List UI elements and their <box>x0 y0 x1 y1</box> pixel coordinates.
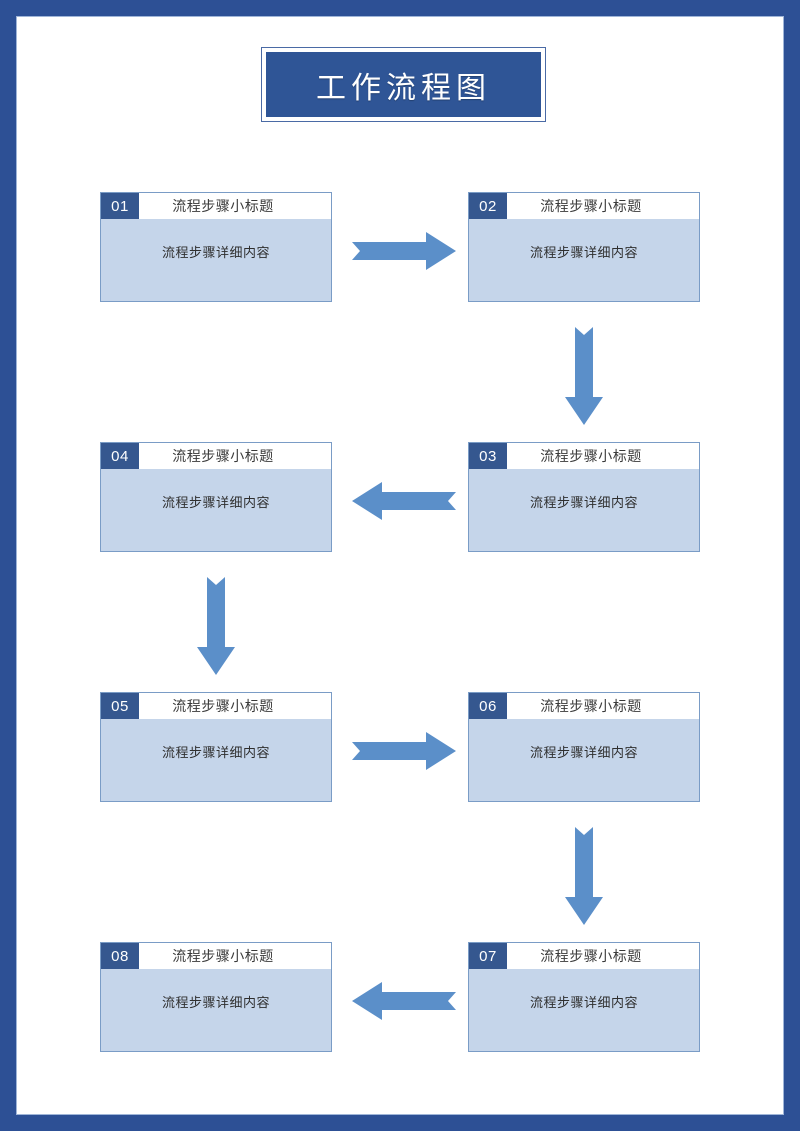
step-card-02[interactable]: 02 流程步骤小标题 流程步骤详细内容 <box>468 192 700 302</box>
arrow-06-to-07-down-icon <box>565 827 603 925</box>
step-number-badge: 03 <box>469 443 507 469</box>
step-card-header: 06 流程步骤小标题 <box>469 693 699 719</box>
step-subtitle: 流程步骤小标题 <box>172 700 274 715</box>
step-card-07[interactable]: 07 流程步骤小标题 流程步骤详细内容 <box>468 942 700 1052</box>
step-card-header: 04 流程步骤小标题 <box>101 443 331 469</box>
step-subtitle: 流程步骤小标题 <box>172 950 274 965</box>
arrow-03-to-04-left-icon <box>352 482 456 520</box>
arrow-07-to-08-left-icon <box>352 982 456 1020</box>
step-number-badge: 05 <box>101 693 139 719</box>
step-card-04[interactable]: 04 流程步骤小标题 流程步骤详细内容 <box>100 442 332 552</box>
step-card-header: 01 流程步骤小标题 <box>101 193 331 219</box>
step-subtitle: 流程步骤小标题 <box>172 200 274 215</box>
arrow-04-to-05-down-icon <box>197 577 235 675</box>
page-title-box: 工作流程图 <box>266 52 541 117</box>
step-subtitle: 流程步骤小标题 <box>540 950 642 965</box>
arrow-05-to-06-right-icon <box>352 732 456 770</box>
step-card-header: 08 流程步骤小标题 <box>101 943 331 969</box>
step-number-badge: 02 <box>469 193 507 219</box>
step-detail: 流程步骤详细内容 <box>161 994 270 1010</box>
step-card-06[interactable]: 06 流程步骤小标题 流程步骤详细内容 <box>468 692 700 802</box>
step-detail: 流程步骤详细内容 <box>529 494 638 510</box>
page-title: 工作流程图 <box>316 71 491 105</box>
step-detail: 流程步骤详细内容 <box>161 494 270 510</box>
step-subtitle: 流程步骤小标题 <box>540 200 642 215</box>
step-number-badge: 01 <box>101 193 139 219</box>
step-card-header: 07 流程步骤小标题 <box>469 943 699 969</box>
step-subtitle: 流程步骤小标题 <box>540 700 642 715</box>
step-detail: 流程步骤详细内容 <box>529 744 638 760</box>
step-card-03[interactable]: 03 流程步骤小标题 流程步骤详细内容 <box>468 442 700 552</box>
step-number-badge: 06 <box>469 693 507 719</box>
arrow-02-to-03-down-icon <box>565 327 603 425</box>
arrow-01-to-02-right-icon <box>352 232 456 270</box>
step-card-08[interactable]: 08 流程步骤小标题 流程步骤详细内容 <box>100 942 332 1052</box>
step-detail: 流程步骤详细内容 <box>161 744 270 760</box>
step-detail: 流程步骤详细内容 <box>529 244 638 260</box>
step-number-badge: 04 <box>101 443 139 469</box>
step-card-header: 05 流程步骤小标题 <box>101 693 331 719</box>
step-detail: 流程步骤详细内容 <box>161 244 270 260</box>
step-subtitle: 流程步骤小标题 <box>540 450 642 465</box>
step-number-badge: 08 <box>101 943 139 969</box>
page-title-frame: 工作流程图 <box>261 47 546 122</box>
step-card-01[interactable]: 01 流程步骤小标题 流程步骤详细内容 <box>100 192 332 302</box>
step-card-05[interactable]: 05 流程步骤小标题 流程步骤详细内容 <box>100 692 332 802</box>
step-subtitle: 流程步骤小标题 <box>172 450 274 465</box>
step-detail: 流程步骤详细内容 <box>529 994 638 1010</box>
step-card-header: 02 流程步骤小标题 <box>469 193 699 219</box>
step-card-header: 03 流程步骤小标题 <box>469 443 699 469</box>
step-number-badge: 07 <box>469 943 507 969</box>
